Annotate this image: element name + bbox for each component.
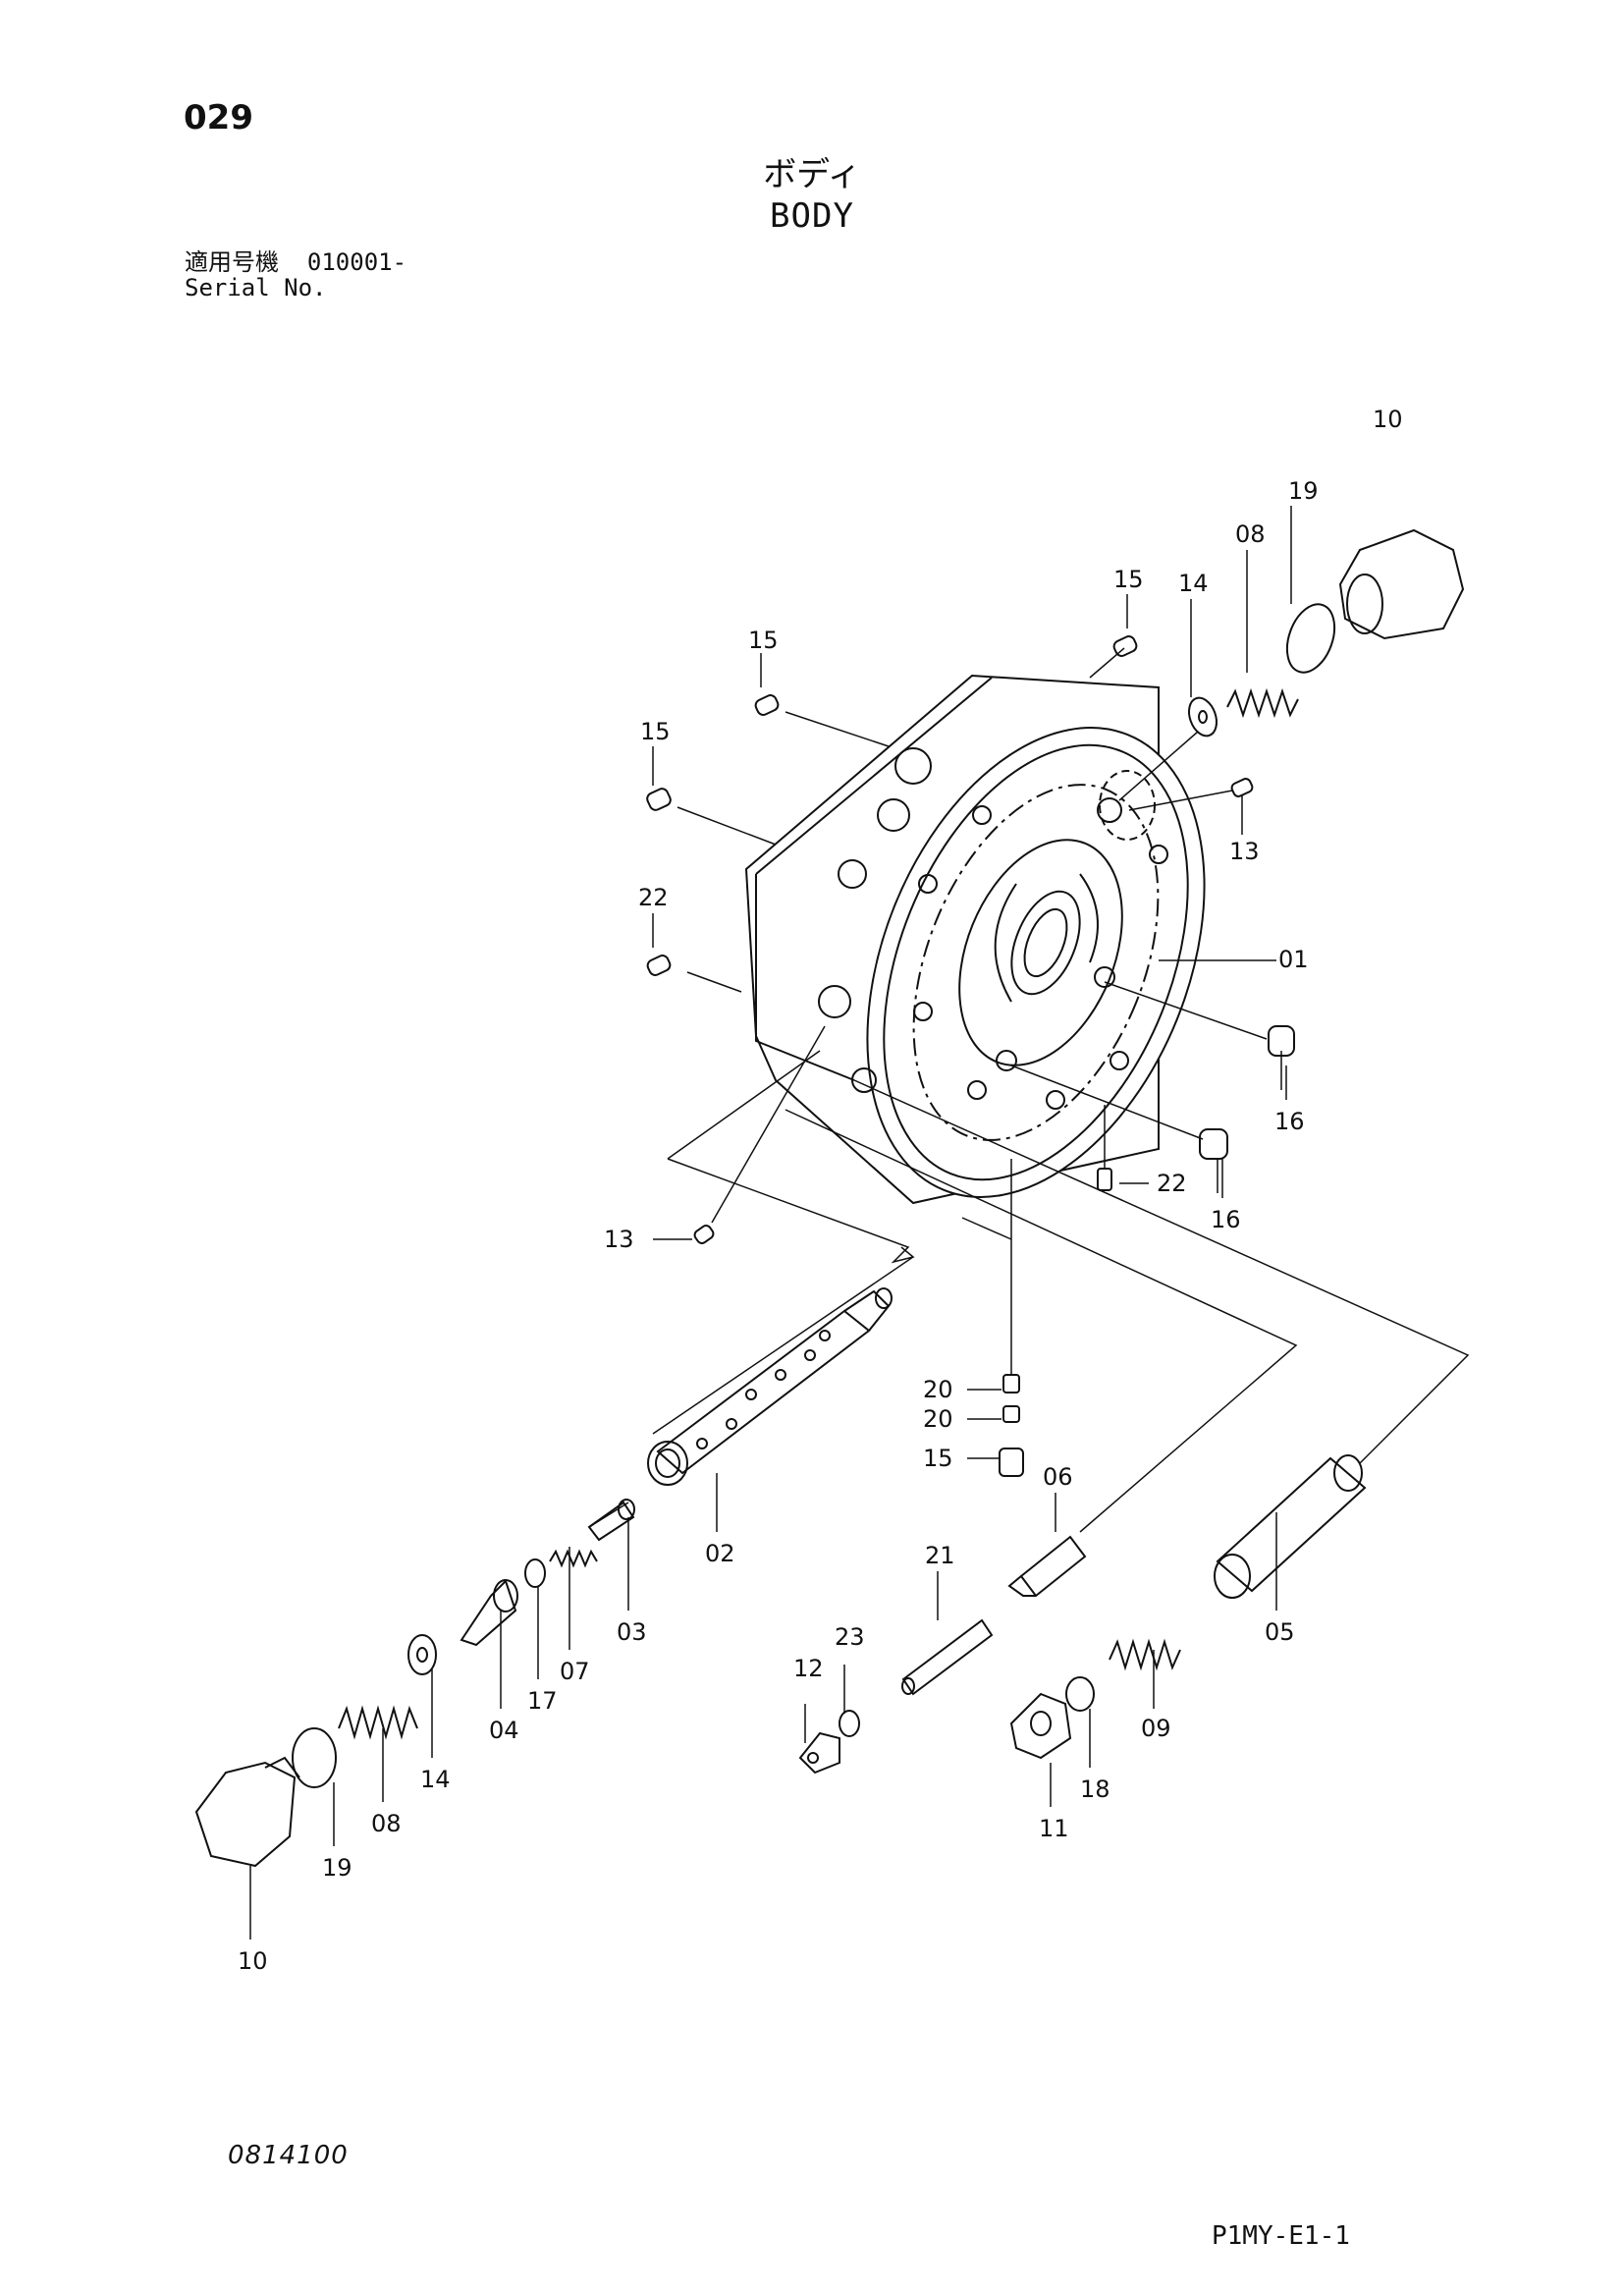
callout-15-d: 15 (923, 1445, 953, 1472)
title-english: BODY (770, 196, 854, 236)
callout-08-left: 08 (371, 1810, 402, 1837)
callout-12: 12 (793, 1655, 824, 1682)
callout-18: 18 (1080, 1776, 1110, 1803)
document-code: 0814100 (228, 2141, 349, 2170)
valve-assembly-left (194, 1287, 893, 1868)
callout-15-c: 15 (640, 718, 671, 745)
callout-06: 06 (1043, 1463, 1073, 1491)
washer-14-right (1187, 696, 1218, 738)
callout-16-a: 16 (1274, 1108, 1305, 1135)
page-code: P1MY-E1-1 (1212, 2221, 1350, 2251)
callout-15-b: 15 (748, 627, 779, 654)
callout-03: 03 (617, 1618, 647, 1646)
spring-09 (1109, 1638, 1181, 1671)
serial-block: 適用号機 010001- Serial No. (185, 249, 406, 301)
callout-07: 07 (560, 1658, 590, 1685)
valve-assembly-right (798, 1454, 1367, 1775)
callout-21: 21 (925, 1542, 955, 1569)
callout-20-b: 20 (923, 1405, 953, 1433)
callout-10-right: 10 (1373, 406, 1403, 433)
body-housing (744, 674, 1206, 1205)
callout-17: 17 (527, 1687, 558, 1715)
callout-10-left: 10 (238, 1947, 268, 1975)
title-japanese: ボディ (763, 155, 861, 194)
washer-14-left (407, 1634, 437, 1675)
page-number: 029 (184, 98, 253, 137)
o-ring-18 (1065, 1676, 1095, 1712)
serial-label-en: Serial No. (185, 274, 327, 301)
callout-14-left: 14 (420, 1766, 451, 1793)
upper-right-stack (1187, 528, 1465, 738)
spring-08-left (338, 1705, 418, 1740)
o-ring-17 (524, 1558, 546, 1588)
callout-20-a: 20 (923, 1376, 953, 1403)
callout-02: 02 (705, 1540, 735, 1567)
seat-04 (460, 1579, 518, 1647)
callout-19-left: 19 (322, 1854, 352, 1882)
callout-09: 09 (1141, 1715, 1171, 1742)
callout-22-a: 22 (638, 884, 669, 911)
callout-04: 04 (489, 1717, 519, 1744)
callout-ticks (249, 506, 1292, 1940)
callout-15-a: 15 (1113, 566, 1144, 593)
callout-08-right: 08 (1235, 520, 1266, 548)
spool-05 (1214, 1454, 1367, 1599)
spring-08-right (1226, 687, 1299, 719)
pin-06 (1007, 1535, 1087, 1598)
o-ring-23 (839, 1710, 860, 1737)
plug-11 (1009, 1692, 1072, 1760)
callout-01: 01 (1278, 946, 1309, 973)
callout-22-b: 22 (1157, 1170, 1187, 1197)
callout-23: 23 (835, 1623, 865, 1651)
leader-lines (588, 647, 1470, 1533)
pin-21 (901, 1618, 994, 1696)
spool-02 (647, 1287, 893, 1486)
callout-14-right: 14 (1178, 570, 1209, 597)
o-ring-19-left (292, 1727, 337, 1788)
callout-13-left: 13 (604, 1226, 634, 1253)
callout-11: 11 (1039, 1815, 1069, 1842)
callout-labels: 10 19 08 15 14 15 15 22 13 01 16 22 16 1… (238, 406, 1403, 1975)
callout-19-right: 19 (1288, 477, 1319, 505)
poppet-03 (587, 1499, 635, 1542)
plug-10-right (1338, 528, 1465, 640)
plug-10-left (194, 1756, 300, 1868)
callout-16-b: 16 (1211, 1206, 1241, 1233)
callout-13-right: 13 (1229, 838, 1260, 865)
serial-value: 010001- (306, 248, 407, 276)
serial-label-jp: 適用号機 (185, 248, 279, 276)
callout-05: 05 (1265, 1618, 1295, 1646)
o-ring-19-right (1285, 603, 1336, 674)
plug-12 (798, 1731, 840, 1775)
spring-07 (549, 1549, 598, 1568)
